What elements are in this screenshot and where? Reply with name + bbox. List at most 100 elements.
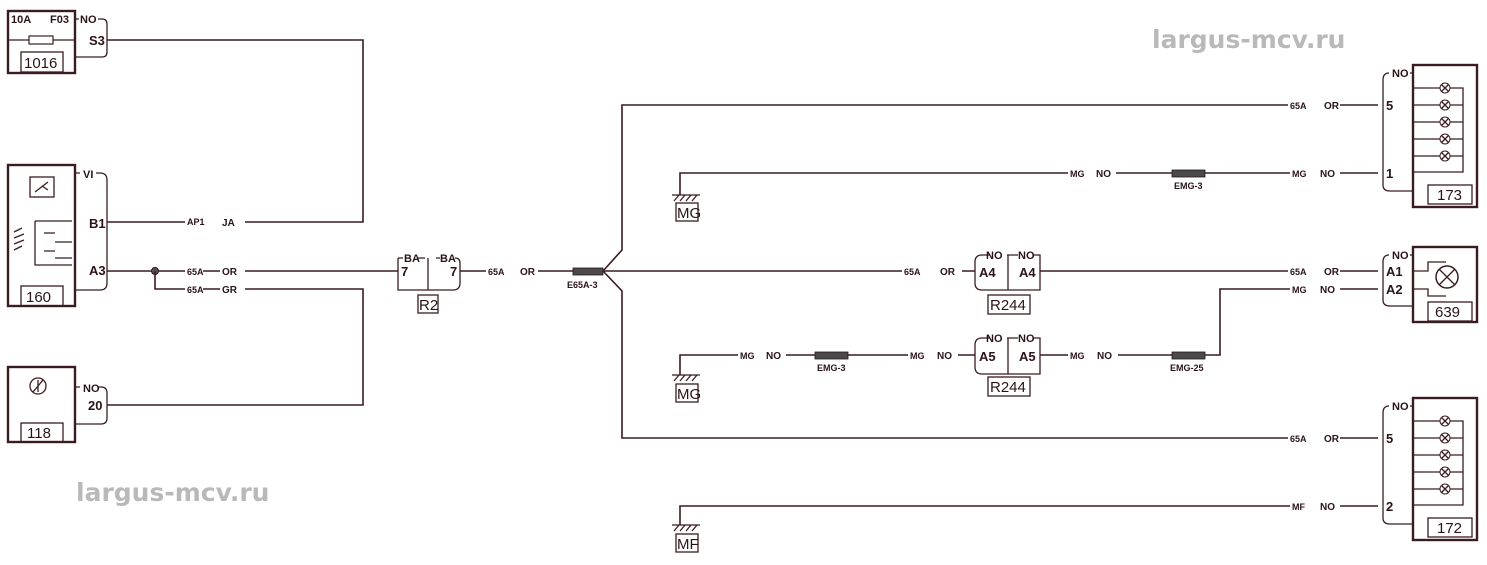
svg-text:NO: NO bbox=[766, 351, 781, 362]
connector-color: BA bbox=[440, 253, 456, 265]
component-173[interactable]: NO 5 1 173 bbox=[1382, 63, 1479, 209]
component-id: 1016 bbox=[24, 55, 57, 72]
component-id: 172 bbox=[1437, 520, 1462, 537]
connector-r244-a5[interactable]: NO NO A5 A5 R244 bbox=[974, 333, 1041, 397]
svg-text:AP1: AP1 bbox=[187, 217, 205, 227]
wire-label: MG NO bbox=[908, 349, 958, 362]
pin-label: 5 bbox=[1386, 98, 1393, 113]
pin-label: 1 bbox=[1386, 166, 1393, 181]
lamp-icon bbox=[1439, 82, 1451, 162]
wire-label: 65A OR bbox=[1288, 432, 1340, 445]
splice bbox=[1171, 351, 1206, 360]
svg-text:OR: OR bbox=[940, 267, 956, 278]
pin-label: A5 bbox=[979, 349, 996, 364]
watermark: largus-mcv.ru bbox=[1152, 25, 1345, 54]
svg-text:MG: MG bbox=[910, 351, 925, 361]
component-160[interactable]: 160 VI B1 A3 bbox=[6, 163, 108, 308]
wire-label: 65A OR bbox=[486, 265, 538, 278]
component-id: R244 bbox=[990, 297, 1026, 314]
ground-mg: MG bbox=[672, 172, 1378, 222]
wire-a3-gr bbox=[107, 271, 364, 406]
connector-color: VI bbox=[83, 169, 93, 181]
svg-text:MG: MG bbox=[1070, 169, 1085, 179]
wire-label: 65A OR bbox=[1288, 99, 1340, 112]
svg-text:MF: MF bbox=[1292, 502, 1305, 512]
wire-label: MG NO bbox=[1290, 283, 1340, 296]
component-id: R2 bbox=[419, 297, 438, 314]
svg-text:OR: OR bbox=[1324, 101, 1340, 112]
sensor-icon bbox=[29, 377, 47, 395]
wire-label: MG NO bbox=[1068, 349, 1118, 362]
connector-color: NO bbox=[1392, 68, 1409, 80]
connector-color: NO bbox=[986, 250, 1003, 262]
svg-text:MG: MG bbox=[1292, 169, 1307, 179]
ground-label: MG bbox=[677, 386, 701, 403]
pin-label: A4 bbox=[979, 265, 996, 280]
svg-text:GR: GR bbox=[222, 285, 238, 296]
component-1016[interactable]: 10A F03 1016 NO S3 bbox=[6, 9, 108, 75]
splice-label: EMG-25 bbox=[1170, 363, 1204, 373]
splice-label: EMG-3 bbox=[1174, 181, 1203, 191]
svg-text:65A: 65A bbox=[187, 267, 204, 277]
svg-text:NO: NO bbox=[1096, 169, 1111, 180]
pin-label: A2 bbox=[1386, 282, 1403, 297]
connector-color: NO bbox=[1018, 250, 1035, 262]
ground-mg: MG bbox=[672, 354, 975, 403]
brake-pedal-icon bbox=[29, 176, 55, 198]
connector-color: BA bbox=[404, 253, 420, 265]
splice-label: E65A-3 bbox=[567, 280, 598, 290]
wire-label: MF NO bbox=[1290, 500, 1340, 513]
svg-text:65A: 65A bbox=[187, 285, 204, 295]
svg-text:OR: OR bbox=[1324, 434, 1340, 445]
svg-text:NO: NO bbox=[1320, 169, 1335, 180]
connector-color: NO bbox=[986, 333, 1003, 345]
connector-color: NO bbox=[83, 383, 100, 395]
connector-r2[interactable]: BA BA 7 7 R2 bbox=[397, 253, 461, 314]
ground-label: MG bbox=[677, 205, 701, 222]
svg-text:65A: 65A bbox=[904, 267, 921, 277]
splice bbox=[814, 351, 849, 360]
svg-text:OR: OR bbox=[1324, 267, 1340, 278]
connector-color: NO bbox=[80, 14, 97, 26]
component-id: 118 bbox=[27, 425, 51, 442]
svg-text:MG: MG bbox=[1292, 285, 1307, 295]
pin-label: 20 bbox=[88, 398, 102, 413]
svg-text:NO: NO bbox=[937, 351, 952, 362]
svg-text:65A: 65A bbox=[488, 267, 505, 277]
switch-contacts-icon bbox=[34, 220, 72, 266]
wire-label: MG NO bbox=[1068, 167, 1116, 180]
wire-to-173 bbox=[602, 104, 1378, 272]
wire-to-639-a2 bbox=[1040, 288, 1378, 356]
fuse-rating: 10A bbox=[11, 14, 31, 26]
spring-icon bbox=[13, 227, 25, 251]
pin-label: A3 bbox=[89, 263, 106, 278]
component-id: 173 bbox=[1437, 187, 1462, 204]
splice-label: EMG-3 bbox=[817, 363, 846, 373]
pin-label: 2 bbox=[1386, 499, 1393, 514]
pin-label: A4 bbox=[1019, 265, 1036, 280]
wire-label: MG NO bbox=[1290, 167, 1340, 180]
svg-text:JA: JA bbox=[222, 218, 235, 229]
wire-s3-b1 bbox=[107, 39, 364, 223]
svg-text:65A: 65A bbox=[1290, 101, 1307, 111]
svg-text:NO: NO bbox=[1320, 285, 1335, 296]
svg-text:NO: NO bbox=[1097, 351, 1112, 362]
component-639[interactable]: NO A1 A2 639 bbox=[1382, 245, 1479, 324]
connector-color: NO bbox=[1392, 401, 1409, 413]
pin-label: 5 bbox=[1386, 431, 1393, 446]
pin-label: S3 bbox=[89, 33, 105, 48]
lamp-icon bbox=[1435, 265, 1459, 289]
component-118[interactable]: 118 NO 20 bbox=[6, 365, 108, 444]
connector-color: NO bbox=[1392, 250, 1409, 262]
wire-label: 65A OR 65A GR bbox=[185, 265, 245, 296]
component-172[interactable]: NO 5 2 172 bbox=[1382, 396, 1479, 542]
connector-r244-a4[interactable]: NO NO A4 A4 R244 bbox=[974, 250, 1041, 315]
pin-label: A1 bbox=[1386, 264, 1403, 279]
component-id: R244 bbox=[990, 379, 1026, 396]
svg-text:MG: MG bbox=[1070, 351, 1085, 361]
fuse-icon bbox=[28, 35, 54, 45]
pin-label: 7 bbox=[450, 264, 457, 279]
component-id: 160 bbox=[26, 289, 51, 306]
wire-label: 65A OR bbox=[1288, 265, 1340, 278]
